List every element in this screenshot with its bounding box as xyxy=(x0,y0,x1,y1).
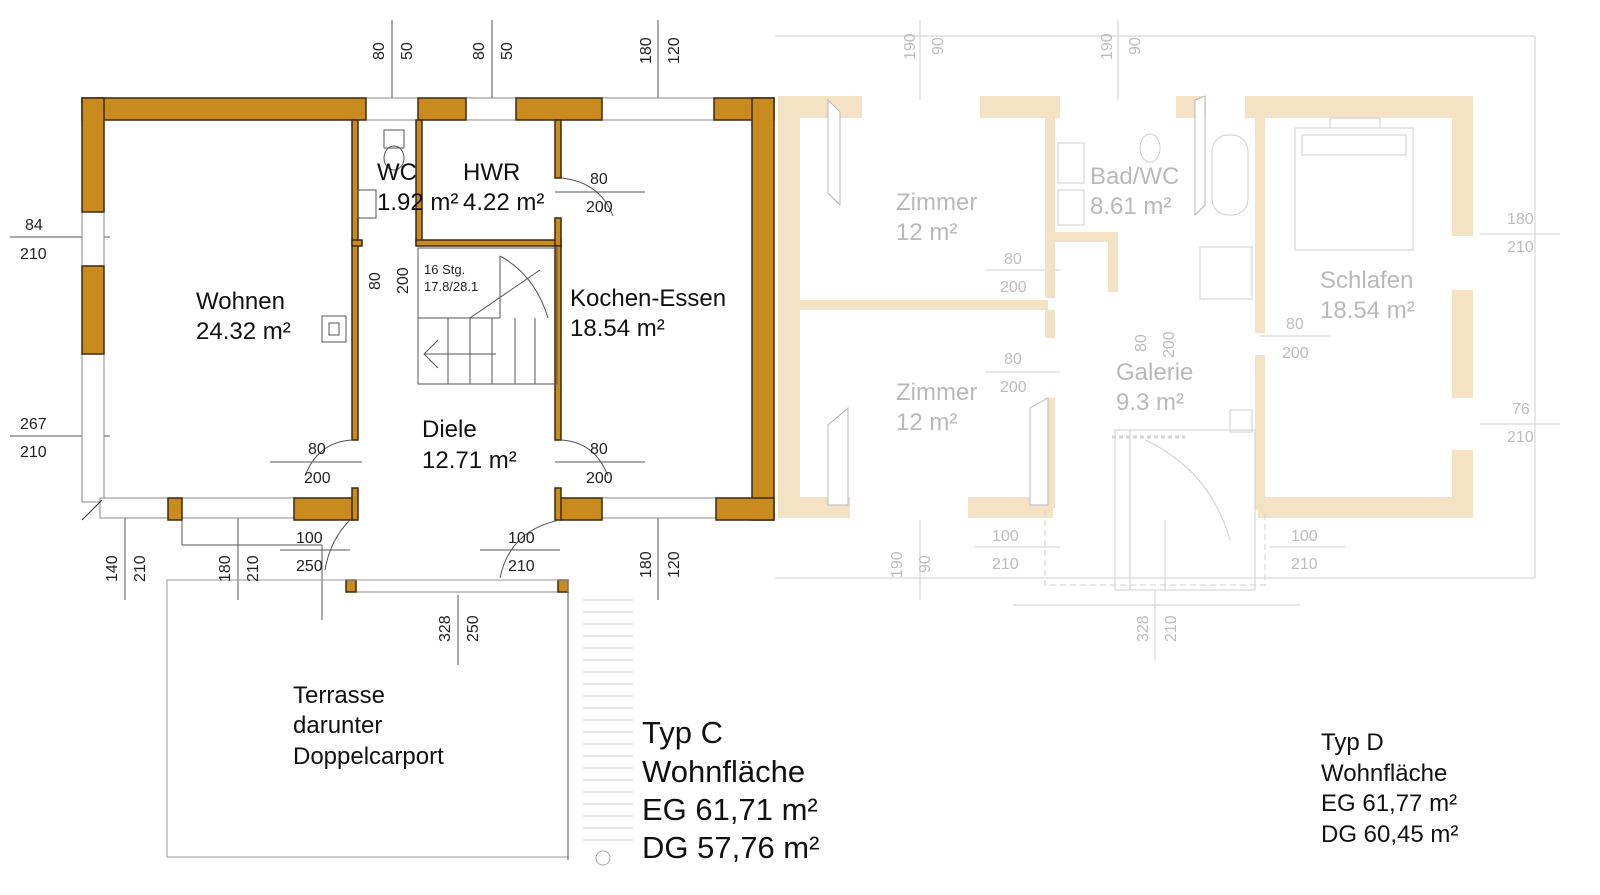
dim-c-top-wc-a: 80 xyxy=(371,42,388,60)
dim-d-schl-door-bot: 200 xyxy=(1282,345,1309,362)
dim-d-ent-right-top: 100 xyxy=(1291,528,1318,545)
dim-c-bot-c1: 180 xyxy=(638,551,655,578)
room-c-wohnen-name: Wohnen xyxy=(196,288,285,315)
dim-c-left-a-bot: 210 xyxy=(20,246,47,263)
dim-c-kochen-door-bot: 200 xyxy=(586,470,613,487)
plan-c: Wohnen 24.32 m² WC 1.92 m² HWR 4.22 m² K… xyxy=(10,20,775,866)
dim-d-right-b-top: 76 xyxy=(1512,401,1530,418)
dim-c-ent-left-top: 100 xyxy=(296,530,323,547)
room-d-zimmer1-area: 12 m² xyxy=(896,219,957,246)
stairs-steps: 16 Stg. xyxy=(424,262,465,277)
room-d-galerie-area: 9.3 m² xyxy=(1116,389,1184,416)
room-d-schlafen-area: 18.54 m² xyxy=(1320,297,1415,324)
dim-d-top-a2: 90 xyxy=(930,37,947,55)
room-c-kochen-name: Kochen-Essen xyxy=(570,285,726,312)
summary-c-eg: EG 61,71 m² xyxy=(642,792,818,827)
dim-c-top-wc-b: 50 xyxy=(399,42,416,60)
dim-d-bot-a1: 190 xyxy=(889,551,906,578)
room-c-diele-name: Diele xyxy=(422,416,477,443)
dim-d-top-b1: 190 xyxy=(1099,33,1116,60)
summary-c-type: Typ C xyxy=(642,715,723,750)
dim-c-left-b-bot: 210 xyxy=(20,444,47,461)
summary-typ-c: Typ C Wohnfläche EG 61,71 m² DG 57,76 m² xyxy=(642,715,819,865)
dim-c-wohnen-door-top: 80 xyxy=(308,441,326,458)
summary-c-label: Wohnfläche xyxy=(642,754,805,789)
dim-c-wohnen-door-bot: 200 xyxy=(304,470,331,487)
room-c-wohnen-area: 24.32 m² xyxy=(196,318,291,345)
terrace-line3: Doppelcarport xyxy=(293,743,444,770)
dim-c-ent-right-bot: 210 xyxy=(508,558,535,575)
dim-d-z1-door-top: 80 xyxy=(1004,251,1022,268)
dim-c-top-k-b: 120 xyxy=(666,37,683,64)
room-c-hwr-area: 4.22 m² xyxy=(463,189,544,216)
dim-c-top-hwr-b: 50 xyxy=(499,42,516,60)
dim-d-right-b-bot: 210 xyxy=(1507,429,1534,446)
summary-d-label: Wohnfläche xyxy=(1321,760,1447,787)
terrace-line1: Terrasse xyxy=(293,682,385,709)
dim-c-wc-door-a: 80 xyxy=(367,272,384,290)
dim-c-ent-right-top: 100 xyxy=(508,530,535,547)
summary-typ-d: Typ D Wohnfläche EG 61,77 m² DG 60,45 m² xyxy=(1321,729,1458,848)
dim-d-z2-door-top: 80 xyxy=(1004,351,1022,368)
dim-d-ent-right-bot: 210 xyxy=(1291,556,1318,573)
dim-d-gal-b: 200 xyxy=(1161,331,1178,358)
room-c-diele-area: 12.71 m² xyxy=(422,447,517,474)
room-c-hwr-name: HWR xyxy=(463,159,520,186)
dim-d-ent-left-top: 100 xyxy=(992,528,1019,545)
dim-c-bot-b2: 210 xyxy=(245,555,262,582)
room-c-wc-area: 1.92 m² xyxy=(377,189,458,216)
dim-c-bot-c2: 120 xyxy=(666,551,683,578)
dim-d-bot-a2: 90 xyxy=(917,555,934,573)
dim-d-top-b2: 90 xyxy=(1127,37,1144,55)
room-d-zimmer2-area: 12 m² xyxy=(896,409,957,436)
summary-d-dg: DG 60,45 m² xyxy=(1321,821,1458,848)
terrace-line2: darunter xyxy=(293,712,382,739)
dim-d-right-a-bot: 210 xyxy=(1507,239,1534,256)
dim-c-top-hwr-a: 80 xyxy=(471,42,488,60)
summary-d-eg: EG 61,77 m² xyxy=(1321,790,1457,817)
dim-c-bot-d2: 250 xyxy=(465,615,482,642)
dim-c-top-k-a: 180 xyxy=(638,37,655,64)
dim-c-left-b-top: 267 xyxy=(20,416,47,433)
dim-d-ent-left-bot: 210 xyxy=(992,556,1019,573)
room-d-bad-name: Bad/WC xyxy=(1090,163,1179,190)
dim-d-schl-door-top: 80 xyxy=(1286,316,1304,333)
dim-d-z2-door-bot: 200 xyxy=(1000,379,1027,396)
dim-c-hwr-door-bot: 200 xyxy=(586,199,613,216)
dim-c-bot-d1: 328 xyxy=(437,615,454,642)
room-c-kochen-area: 18.54 m² xyxy=(570,315,665,342)
summary-c-dg: DG 57,76 m² xyxy=(642,830,819,865)
dim-d-bot-b2: 210 xyxy=(1163,615,1180,642)
dim-c-hwr-door-top: 80 xyxy=(590,171,608,188)
summary-d-type: Typ D xyxy=(1321,729,1384,756)
room-c-wc-name: WC xyxy=(377,159,417,186)
dim-d-right-a-top: 180 xyxy=(1507,211,1534,228)
stairs-ratio: 17.8/28.1 xyxy=(424,279,478,294)
dim-c-ent-left-bot: 250 xyxy=(296,558,323,575)
dim-d-top-a1: 190 xyxy=(902,33,919,60)
room-d-bad-area: 8.61 m² xyxy=(1090,193,1171,220)
room-d-schlafen-name: Schlafen xyxy=(1320,267,1413,294)
dim-c-bot-b1: 180 xyxy=(217,555,234,582)
dim-c-bot-a1: 140 xyxy=(104,555,121,582)
plan-d: Zimmer 12 m² Bad/WC 8.61 m² Schlafen 18.… xyxy=(775,20,1560,660)
room-d-zimmer1-name: Zimmer xyxy=(896,189,977,216)
dim-c-wc-door-b: 200 xyxy=(395,267,412,294)
dim-c-kochen-door-top: 80 xyxy=(590,441,608,458)
room-d-zimmer2-name: Zimmer xyxy=(896,379,977,406)
room-d-galerie-name: Galerie xyxy=(1116,359,1193,386)
dim-d-z1-door-bot: 200 xyxy=(1000,279,1027,296)
dim-d-bot-b1: 328 xyxy=(1135,615,1152,642)
dim-d-gal-a: 80 xyxy=(1133,334,1150,352)
dim-c-left-a-top: 84 xyxy=(25,217,43,234)
dim-c-bot-a2: 210 xyxy=(132,555,149,582)
